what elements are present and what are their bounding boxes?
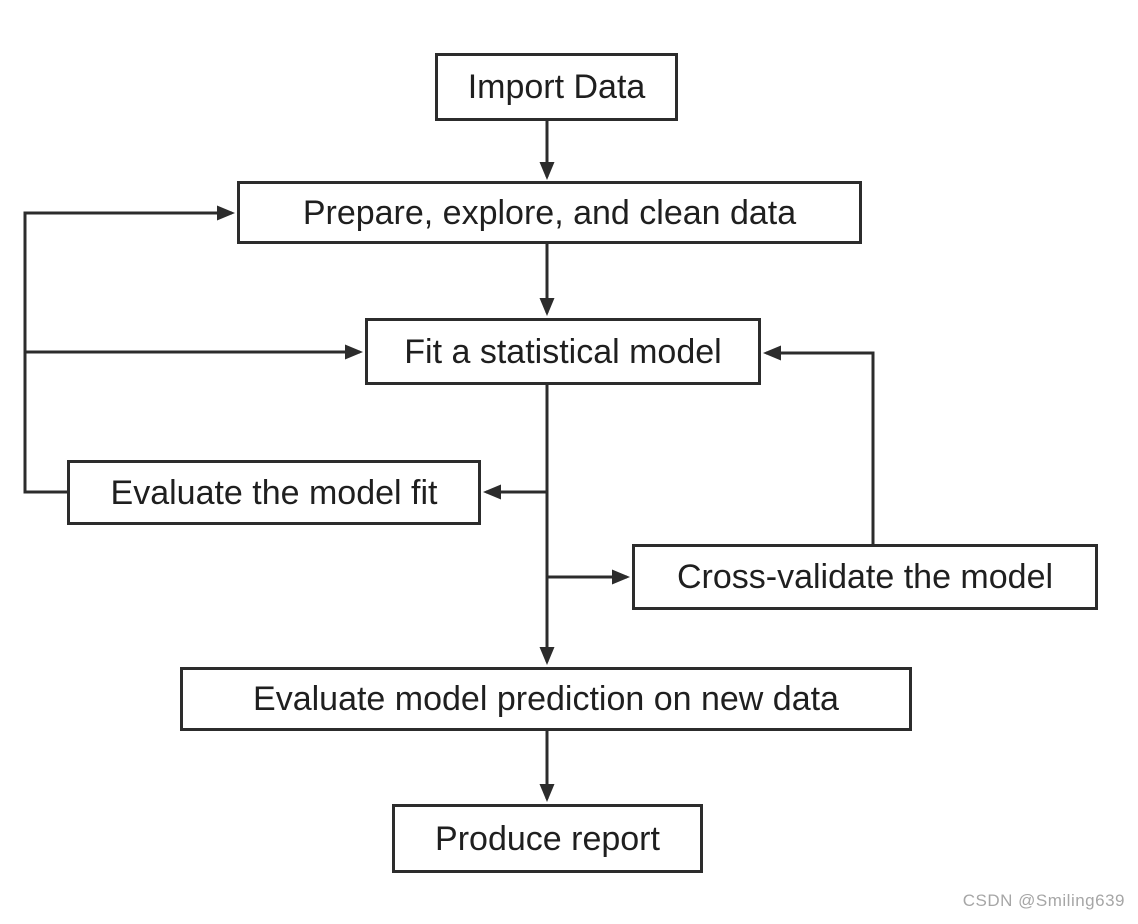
node-fit-statistical-model: Fit a statistical model bbox=[365, 318, 761, 385]
node-import-data: Import Data bbox=[435, 53, 678, 121]
node-evaluate-model-fit: Evaluate the model fit bbox=[67, 460, 481, 525]
edge-cross-validate-to-fit bbox=[763, 345, 875, 544]
node-cross-validate-model: Cross-validate the model bbox=[632, 544, 1098, 610]
watermark-text: CSDN @Smiling639 bbox=[962, 891, 1125, 910]
node-evaluate-model-prediction-label: Evaluate model prediction on new data bbox=[253, 680, 839, 718]
node-produce-report-label: Produce report bbox=[435, 819, 660, 858]
node-prepare-explore-clean-label: Prepare, explore, and clean data bbox=[302, 193, 797, 232]
node-produce-report: Produce report bbox=[392, 804, 703, 873]
node-evaluate-model-fit-label: Evaluate the model fit bbox=[110, 473, 438, 512]
node-cross-validate-model-label: Cross-validate the model bbox=[676, 558, 1054, 596]
node-prepare-explore-clean: Prepare, explore, and clean data bbox=[237, 181, 862, 244]
node-fit-statistical-model-label: Fit a statistical model bbox=[404, 332, 722, 371]
node-evaluate-model-prediction: Evaluate model prediction on new data bbox=[180, 667, 912, 731]
node-import-data-label: Import Data bbox=[467, 68, 646, 106]
